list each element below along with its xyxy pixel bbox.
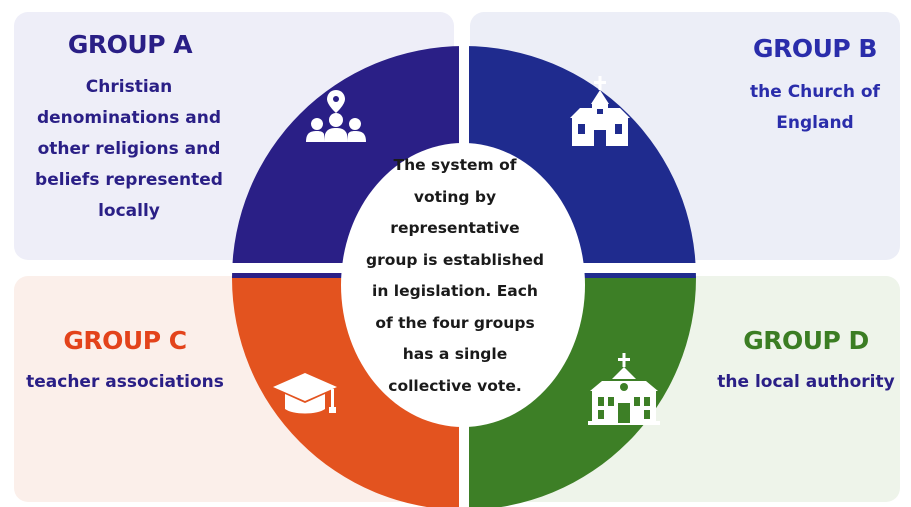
group-b-title: GROUP B xyxy=(753,34,877,63)
group-a-segment xyxy=(232,46,464,278)
center-ellipse xyxy=(341,143,585,427)
group-a-description: Christian denominations and other religi… xyxy=(35,77,223,221)
group-d-description: the local authority xyxy=(717,372,895,392)
group-b-description: the Church of England xyxy=(750,82,880,133)
group-c-title: GROUP C xyxy=(63,326,187,355)
group-a-title: GROUP A xyxy=(67,30,193,59)
graduation-cap-icon xyxy=(273,373,337,414)
group-c-segment xyxy=(232,278,464,507)
group-c-description: teacher associations xyxy=(26,372,224,392)
people-icon xyxy=(306,90,366,142)
group-d-title: GROUP D xyxy=(743,326,869,355)
school-building-icon xyxy=(588,353,660,425)
church-icon xyxy=(570,76,630,146)
group-d-segment xyxy=(464,278,696,507)
group-b-segment xyxy=(464,46,696,278)
center-description: The system of voting by representative g… xyxy=(365,156,545,395)
